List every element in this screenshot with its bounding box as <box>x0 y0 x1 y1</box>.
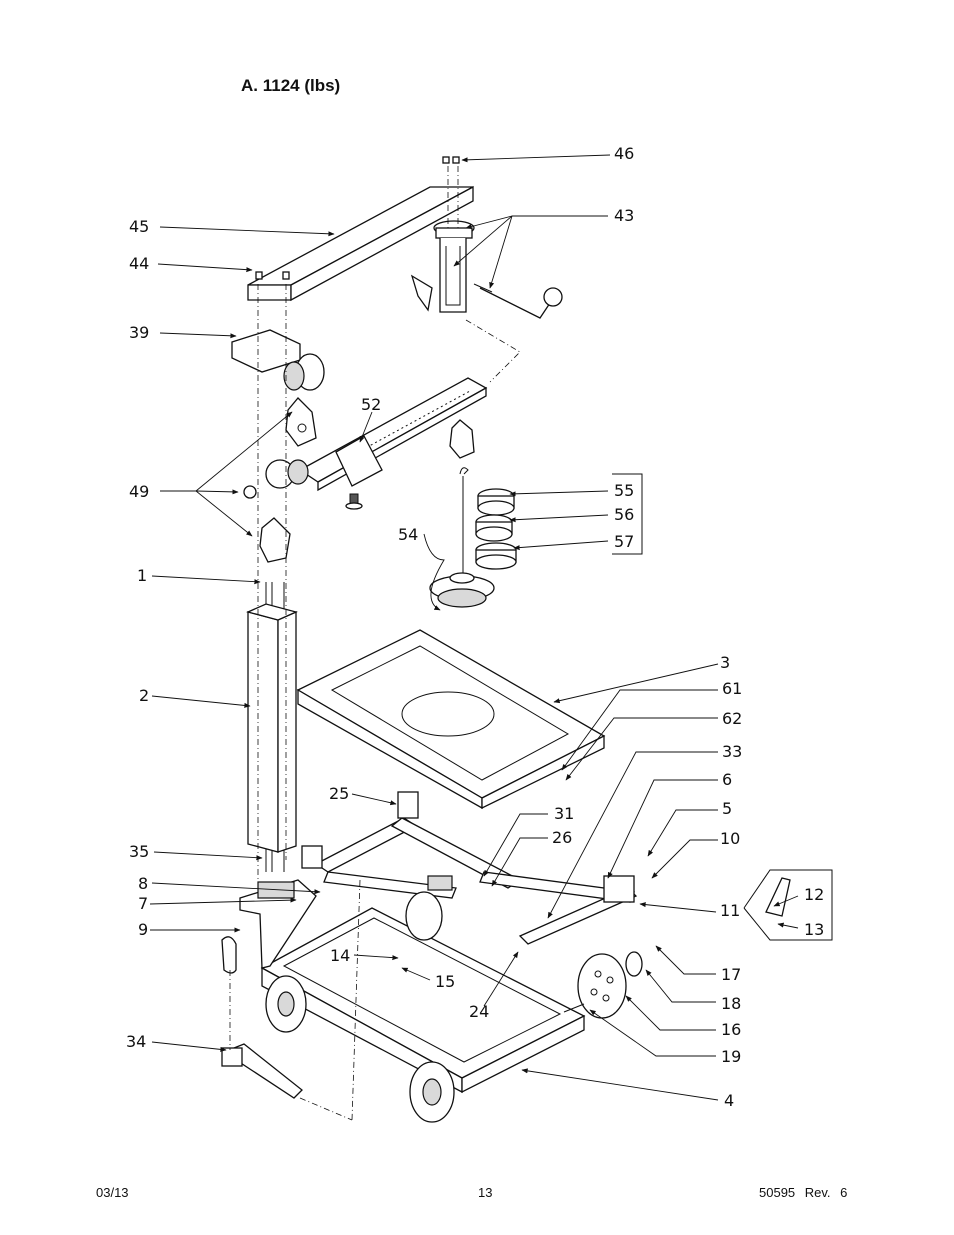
callout-61: 61 <box>722 679 742 698</box>
callout-39: 39 <box>129 323 149 342</box>
callout-7: 7 <box>138 894 148 913</box>
callout-14: 14 <box>330 946 350 965</box>
scale-lever-part <box>298 377 488 510</box>
footer-page-number: 13 <box>478 1185 493 1200</box>
callout-45: 45 <box>129 217 149 236</box>
callout-6: 6 <box>722 770 732 789</box>
callout-26: 26 <box>552 828 572 847</box>
assembly-lines <box>229 166 521 1121</box>
page-title: A. 1124 (lbs) <box>241 76 341 95</box>
callout-12: 12 <box>804 885 824 904</box>
callout-17: 17 <box>721 965 741 984</box>
screws-part <box>255 156 460 280</box>
callout-11: 11 <box>720 901 740 920</box>
callout-labels: 46 43 45 44 39 52 49 55 56 57 54 1 3 61 … <box>126 144 824 1110</box>
hanger-bracket-part <box>410 220 563 319</box>
callout-56: 56 <box>614 505 634 524</box>
callout-5: 5 <box>722 799 732 818</box>
callout-13: 13 <box>804 920 824 939</box>
callout-2: 2 <box>139 686 149 705</box>
callout-34: 34 <box>126 1032 146 1051</box>
platform-part <box>296 629 606 810</box>
weights-group-bracket <box>612 473 643 555</box>
callout-16: 16 <box>721 1020 741 1039</box>
pin-detail-box <box>743 869 833 941</box>
callout-55: 55 <box>614 481 634 500</box>
callout-54: 54 <box>398 525 418 544</box>
callout-62: 62 <box>722 709 742 728</box>
callout-4: 4 <box>724 1091 734 1110</box>
callout-10: 10 <box>720 829 740 848</box>
top-beam-part <box>247 185 474 302</box>
callout-1: 1 <box>137 566 147 585</box>
parts-illustration <box>221 156 833 1123</box>
tow-handle-part <box>221 936 303 1099</box>
callout-43: 43 <box>614 206 634 225</box>
poise-part <box>231 329 325 391</box>
weight-hanger-part <box>429 467 495 608</box>
callout-19: 19 <box>721 1047 741 1066</box>
counterweights-part <box>475 488 517 570</box>
callout-35: 35 <box>129 842 149 861</box>
callout-3: 3 <box>720 653 730 672</box>
callout-57: 57 <box>614 532 634 551</box>
callout-18: 18 <box>721 994 741 1013</box>
callout-46: 46 <box>614 144 634 163</box>
column-part <box>246 582 298 872</box>
callout-31: 31 <box>554 804 574 823</box>
callout-15: 15 <box>435 972 455 991</box>
footer-document-number: 50595 Rev. 6 <box>759 1185 848 1200</box>
callout-33: 33 <box>722 742 742 761</box>
pivot-hangers-part <box>243 397 475 563</box>
base-frame-part <box>239 879 586 1094</box>
wheels-part <box>265 891 643 1123</box>
callout-8: 8 <box>138 874 148 893</box>
callout-25: 25 <box>329 784 349 803</box>
callout-24: 24 <box>469 1002 489 1021</box>
footer-date: 03/13 <box>96 1185 129 1200</box>
callout-44: 44 <box>129 254 149 273</box>
leader-lines <box>149 154 799 1101</box>
callout-52: 52 <box>361 395 381 414</box>
callout-9: 9 <box>138 920 148 939</box>
callout-49: 49 <box>129 482 149 501</box>
